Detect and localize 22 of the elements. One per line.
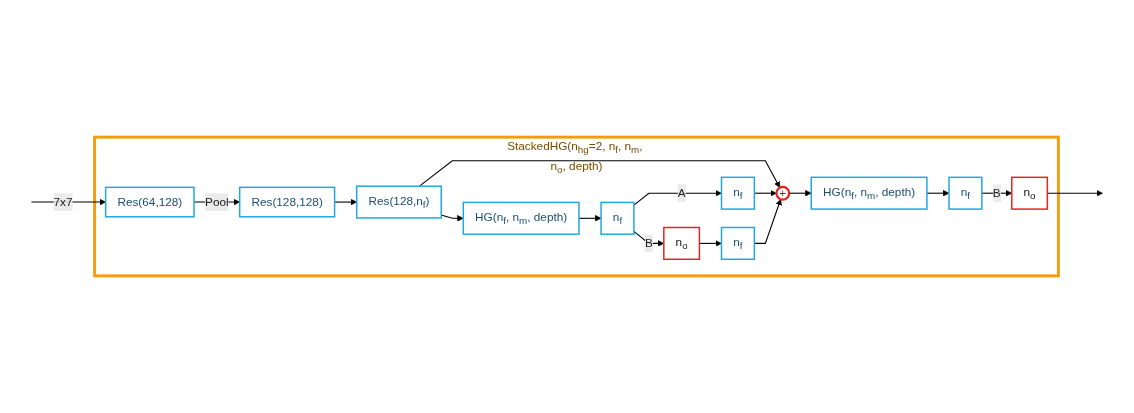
edge-label: A xyxy=(677,186,686,200)
edge-label: 7x7 xyxy=(53,195,73,208)
arrow xyxy=(334,198,357,206)
arrow xyxy=(633,189,722,206)
node-box: n$_{f}$ xyxy=(948,176,983,210)
node-box: n$_{f}$ xyxy=(600,201,635,235)
node-box: HG(n$_{f}$, n$_{m}$, depth) xyxy=(462,201,580,235)
node-box: n$_{o}$ xyxy=(1011,176,1049,210)
node-box: Res(128,128) xyxy=(238,186,336,218)
node-box: Res(64,128) xyxy=(104,186,195,218)
node-circle: + xyxy=(775,185,791,201)
node-box: n$_{f}$ xyxy=(720,226,756,260)
edge-label: B xyxy=(992,186,1001,200)
edge-label: Pool xyxy=(205,195,229,208)
arrow xyxy=(788,189,812,197)
node-box: HG(n$_{f}$, n$_{m}$, depth) xyxy=(810,176,928,210)
arrow xyxy=(578,215,602,222)
node-box: n$_{f}$ xyxy=(720,176,756,210)
node-box: Res(128,n$_{f}$) xyxy=(355,185,442,219)
arrow xyxy=(418,160,781,188)
edge-label: B xyxy=(644,236,653,250)
node-box: n$_{o}$ xyxy=(663,226,701,260)
